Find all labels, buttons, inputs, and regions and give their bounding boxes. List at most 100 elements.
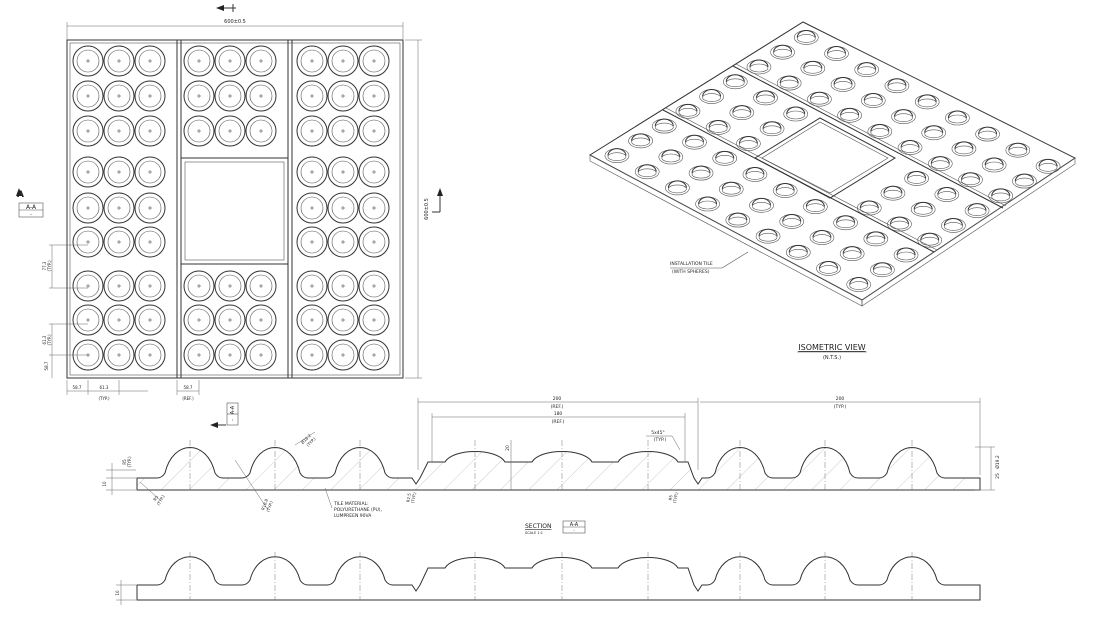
dot <box>327 80 359 112</box>
section-profile <box>136 447 981 491</box>
dot <box>327 192 359 224</box>
iso-bump <box>779 213 805 229</box>
elevation-base-dim: 10 <box>115 590 120 596</box>
dot <box>214 80 246 112</box>
iso-bump <box>839 246 865 261</box>
iso-bump <box>891 109 916 124</box>
iso-bump <box>884 78 910 94</box>
iso-bump <box>1005 142 1031 158</box>
material-line3: LUMPREEN 90VA <box>334 513 372 519</box>
plan-inner-outline <box>69 42 401 376</box>
dim-r-right: R5 <box>668 494 674 501</box>
dim-200-ref: 200 <box>553 396 562 402</box>
iso-bump <box>945 110 970 126</box>
dim-r-mid-tag: (TYP.) <box>410 491 417 503</box>
dot <box>327 339 359 371</box>
dim-height: Ø19.2 <box>994 455 1001 469</box>
iso-bump <box>651 118 677 134</box>
dim-58-7-ref-tag: (REF.) <box>182 396 194 401</box>
iso-bump <box>705 119 731 135</box>
iso-bump <box>880 185 906 201</box>
iso-bump <box>793 29 819 45</box>
section-centerlines <box>189 440 913 492</box>
iso-bump <box>846 277 872 292</box>
dot-grid <box>72 45 390 371</box>
bottom-marker-dash: - <box>230 419 236 421</box>
dim-20: 20 <box>505 445 511 451</box>
dim-58-7-left: 58.7 <box>73 385 82 390</box>
center-opening <box>180 157 289 265</box>
iso-bump <box>988 188 1014 204</box>
dot <box>183 304 215 336</box>
dot <box>103 339 135 371</box>
isometric-view: INSTALLATION TILE (WITH SPHERES) ISOMETR… <box>589 21 1076 361</box>
iso-bump <box>904 170 929 186</box>
dim-r-small: R5 <box>152 494 159 502</box>
iso-bump <box>695 196 720 212</box>
section-scale: SCALE 1:1 <box>525 531 543 535</box>
plan-outline <box>66 39 404 379</box>
dot <box>245 339 277 371</box>
dot <box>103 115 135 147</box>
dim-77-3-typ: (TYP.) <box>47 260 52 272</box>
overall-height-dimension: 600±0.5 <box>405 39 430 379</box>
elevation-profile <box>136 556 981 601</box>
dim-61-3: 61.3 <box>100 385 109 390</box>
dot <box>134 115 166 147</box>
dot <box>134 192 166 224</box>
dot <box>72 304 104 336</box>
iso-bump <box>783 106 809 122</box>
isometric-subtitle: (N.T.S.) <box>823 355 841 361</box>
dot <box>134 270 166 302</box>
dot <box>134 45 166 77</box>
dot <box>72 192 104 224</box>
iso-bump <box>658 149 684 165</box>
iso-bump <box>856 200 882 216</box>
iso-bump <box>749 197 774 213</box>
iso-bump <box>682 134 707 150</box>
dot <box>296 226 328 258</box>
dim-200-typ-tag: (TYP.) <box>834 404 847 410</box>
iso-bump <box>746 59 772 75</box>
dot <box>327 45 359 77</box>
dot <box>245 270 277 302</box>
iso-bump <box>816 260 841 276</box>
overall-height-label: 600±0.5 <box>424 198 430 220</box>
dot <box>358 304 390 336</box>
dot <box>214 270 246 302</box>
iso-bump <box>917 232 943 248</box>
dot <box>358 156 390 188</box>
bottom-dimensions: 58.7 61.3 (TYP.) 58.7 (REF.) <box>66 380 200 401</box>
dot <box>72 115 104 147</box>
dot <box>296 304 328 336</box>
section-title: SECTION <box>525 523 551 530</box>
dot <box>358 192 390 224</box>
iso-bump <box>604 148 630 163</box>
iso-bump <box>854 62 880 77</box>
plan-view: 600±0.5 600±0.5 A-A - <box>16 4 443 428</box>
iso-bump <box>699 89 724 104</box>
dot <box>214 115 246 147</box>
dim-77-3: 77.3 <box>42 261 47 270</box>
iso-bump <box>718 181 744 197</box>
iso-bump <box>870 262 895 278</box>
dim-r-left-tag: (TYP.) <box>127 456 132 468</box>
dim-sphere2-tag: (TYP.) <box>265 500 274 513</box>
dot <box>245 45 277 77</box>
section-height-dimension: Ø19.2 25 <box>975 446 1001 491</box>
iso-bump <box>742 166 768 182</box>
iso-bump <box>958 172 983 188</box>
dot <box>245 115 277 147</box>
iso-bump <box>824 46 849 61</box>
bottom-marker-tag: A-A <box>230 405 236 414</box>
dot <box>296 45 328 77</box>
dot <box>358 339 390 371</box>
view-arrow-right <box>432 188 443 213</box>
material-line2: POLYURETHANE (PU), <box>334 507 382 513</box>
iso-bump <box>830 76 856 92</box>
iso-bump <box>753 90 778 106</box>
dot <box>103 80 135 112</box>
dot <box>296 339 328 371</box>
dot <box>214 45 246 77</box>
dot <box>358 226 390 258</box>
